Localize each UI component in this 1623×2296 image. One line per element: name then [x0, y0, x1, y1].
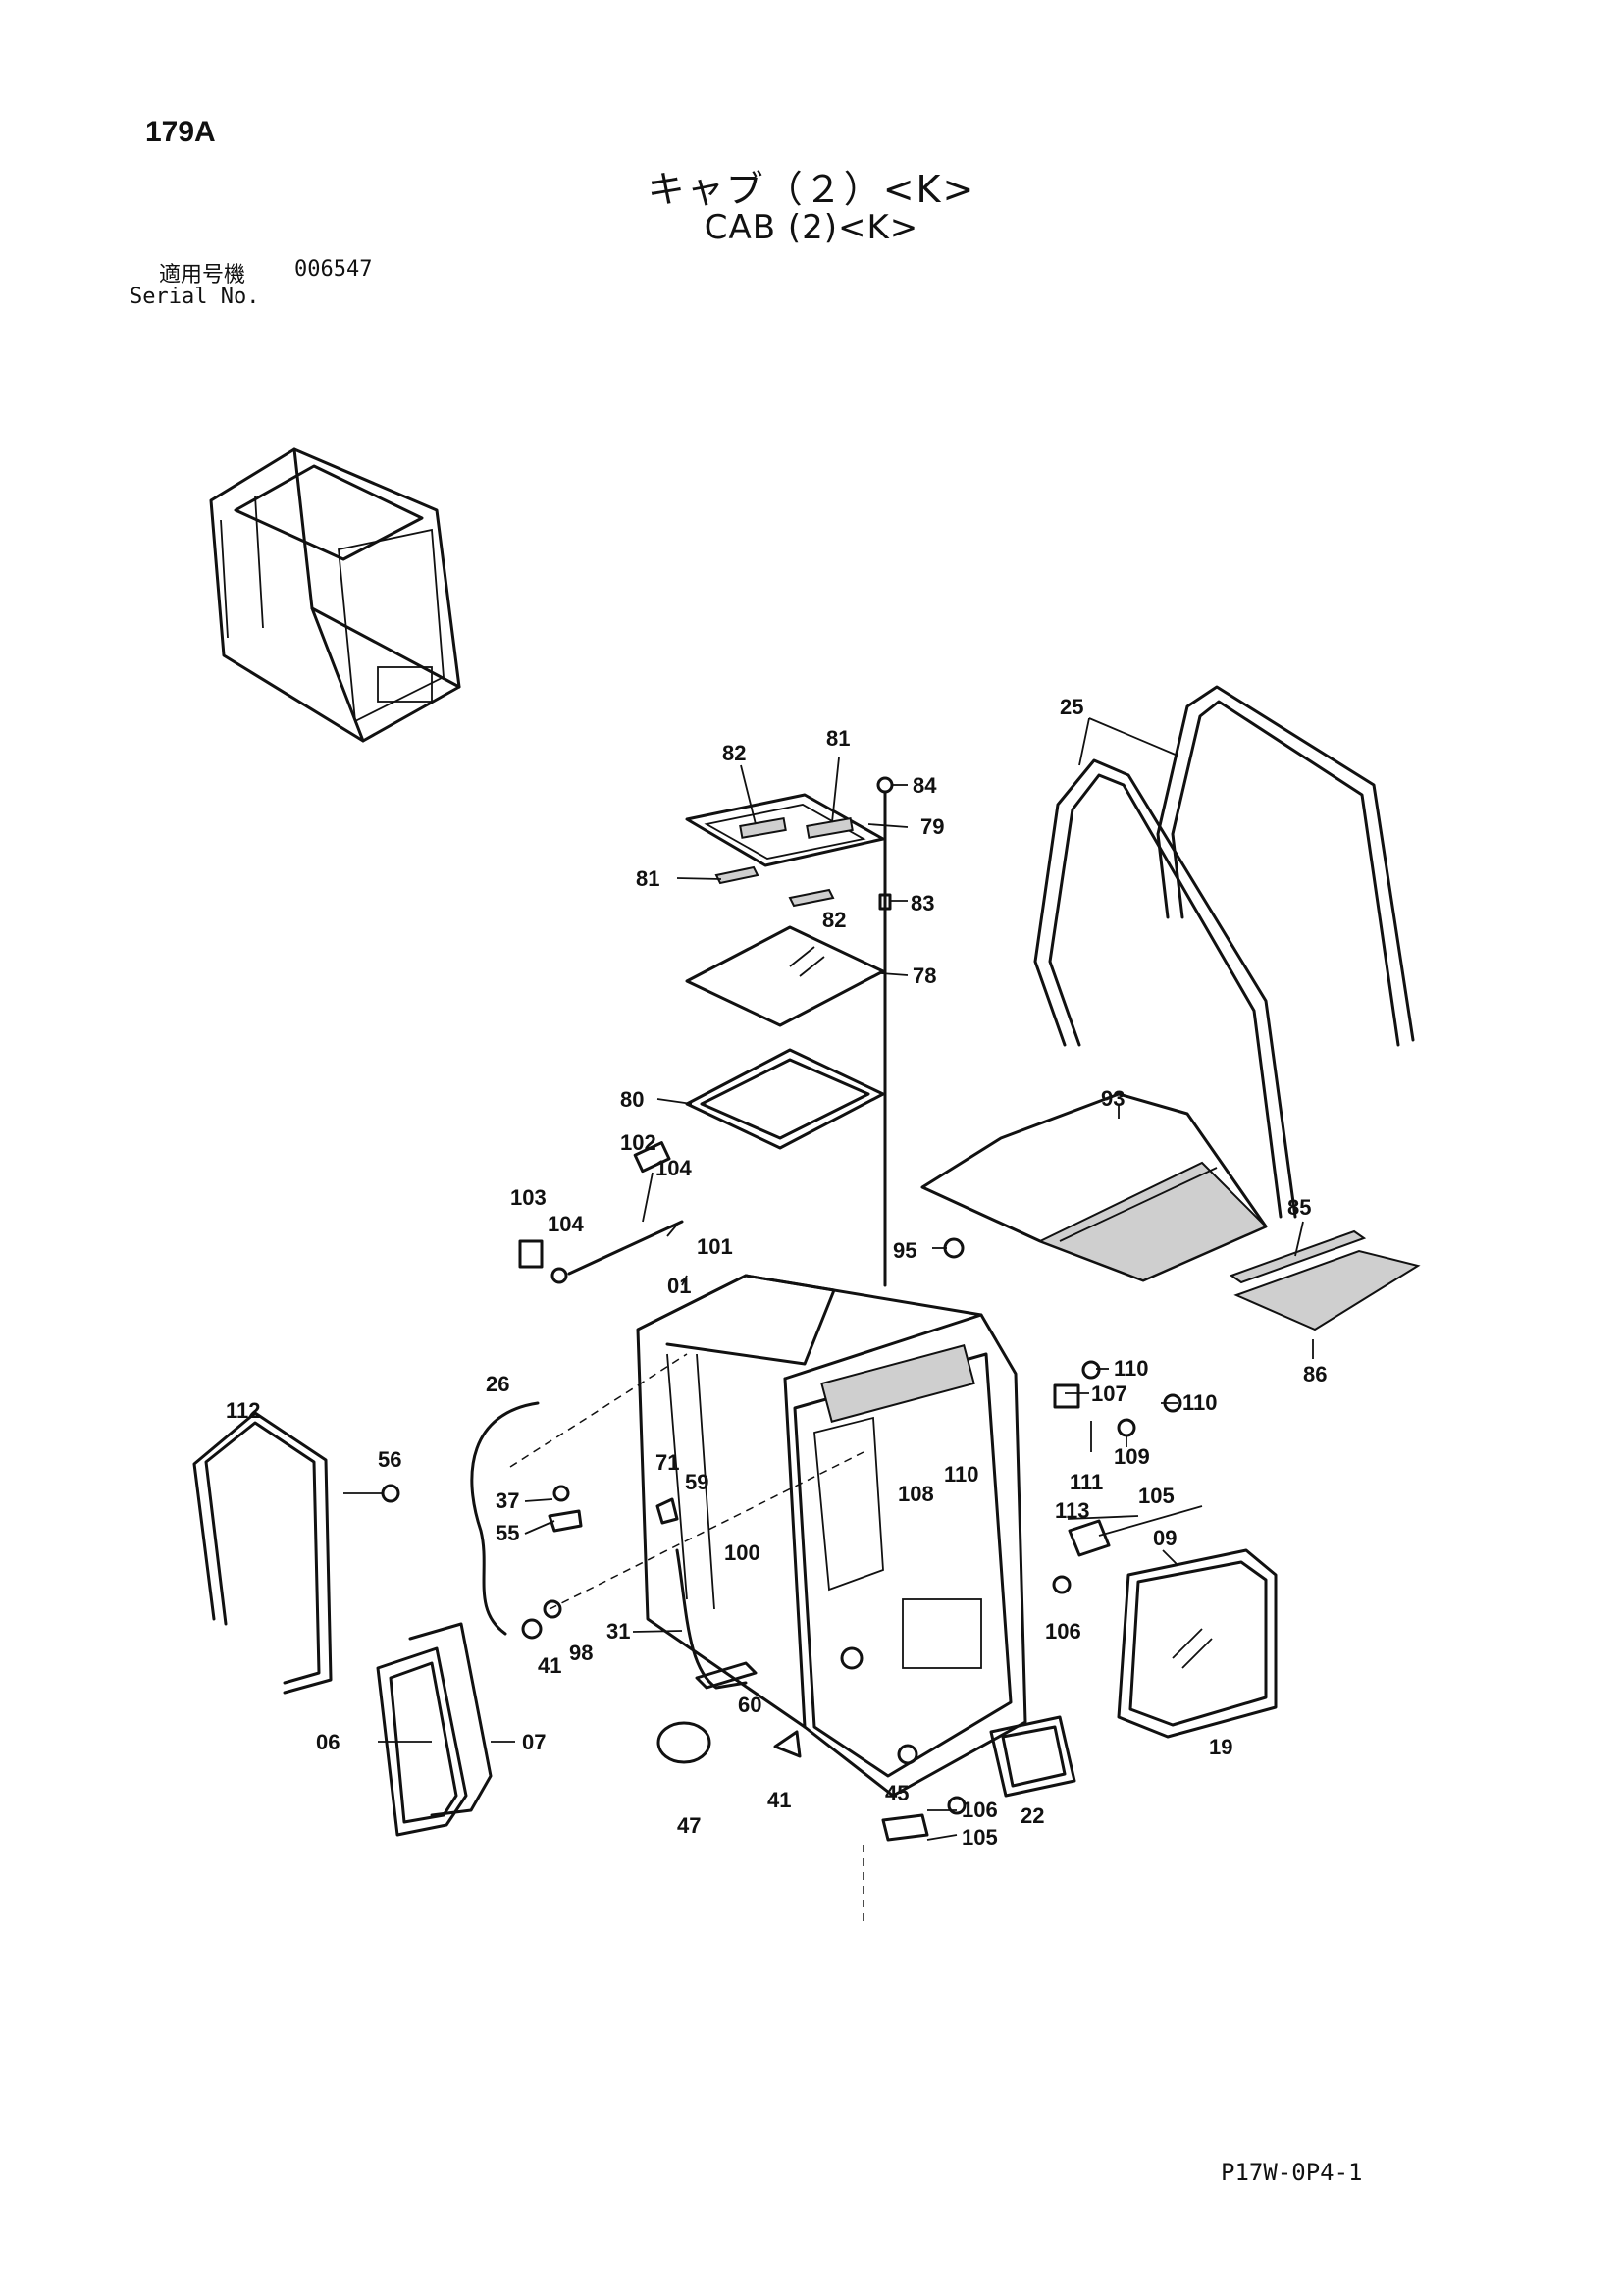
serial-label-english: Serial No.: [130, 285, 260, 309]
callout-79: 79: [920, 814, 944, 839]
callout-80: 80: [620, 1087, 644, 1112]
callout-45: 45: [885, 1781, 909, 1805]
callout-98: 98: [569, 1641, 593, 1665]
callout-101: 101: [697, 1234, 733, 1259]
overview-cab-drawing: [209, 447, 461, 743]
rear-window: [1117, 1548, 1278, 1739]
callout-06: 06: [316, 1730, 340, 1754]
callout-113: 113: [1055, 1498, 1090, 1523]
drawing-code: P17W-0P4-1: [1221, 2159, 1363, 2186]
callout-22: 22: [1021, 1803, 1044, 1828]
roof-hatch-frame: [685, 793, 885, 908]
callout-112: 112: [226, 1398, 261, 1423]
callout-83: 83: [911, 891, 934, 915]
callout-109: 109: [1114, 1444, 1150, 1469]
serial-label-japanese: 適用号機: [159, 263, 246, 287]
leader-lines: [343, 717, 1314, 1841]
callout-106: 106: [962, 1798, 998, 1822]
callout-105: 105: [1138, 1484, 1175, 1508]
callout-41: 41: [538, 1653, 561, 1678]
callout-56: 56: [378, 1447, 401, 1472]
callout-60: 60: [738, 1693, 761, 1717]
callout-93: 93: [1101, 1086, 1125, 1111]
callout-37: 37: [496, 1488, 519, 1513]
roof-sheet: [920, 1092, 1268, 1282]
floor-mat: [1229, 1229, 1421, 1331]
callout-95: 95: [893, 1238, 916, 1263]
callout-110: 110: [944, 1462, 979, 1487]
callout-104: 104: [548, 1212, 584, 1236]
callout-01: 01: [667, 1274, 691, 1298]
callout-81: 81: [826, 726, 850, 751]
serial-value: 006547: [294, 257, 373, 282]
door-weatherstrips: [1033, 685, 1415, 1219]
callout-103: 103: [510, 1185, 547, 1210]
callout-47: 47: [677, 1813, 701, 1838]
callout-25: 25: [1060, 695, 1083, 719]
callout-110: 110: [1182, 1390, 1218, 1415]
callout-106: 106: [1045, 1619, 1081, 1644]
callout-31: 31: [606, 1619, 630, 1644]
callout-108: 108: [898, 1482, 934, 1506]
callout-100: 100: [724, 1540, 760, 1565]
callout-82: 82: [822, 908, 846, 932]
callout-107: 107: [1091, 1382, 1127, 1406]
callout-104: 104: [655, 1156, 692, 1180]
title-english: CAB (2)<K>: [704, 208, 919, 247]
callout-82: 82: [722, 741, 746, 765]
title-japanese: キャブ（２）<K>: [647, 168, 976, 211]
support-rod: [876, 776, 894, 1287]
callout-55: 55: [496, 1521, 519, 1545]
callout-84: 84: [913, 773, 937, 798]
wiring-harness: [470, 1353, 864, 1923]
roof-glass-seal: [685, 1048, 885, 1150]
callout-86: 86: [1303, 1362, 1327, 1386]
callout-41: 41: [767, 1788, 791, 1812]
callout-81: 81: [636, 866, 659, 891]
callout-102: 102: [620, 1130, 656, 1155]
callout-110: 110: [1114, 1356, 1149, 1381]
callout-26: 26: [486, 1372, 509, 1396]
callout-78: 78: [913, 964, 936, 988]
callout-09: 09: [1153, 1526, 1177, 1550]
callout-85: 85: [1287, 1195, 1311, 1220]
door-glass: [376, 1622, 493, 1837]
roof-glass: [685, 925, 885, 1027]
callout-07: 07: [522, 1730, 546, 1754]
callout-labels: 82 81 84 79 81 82 83 78 80 25 93 102 104…: [226, 695, 1327, 1850]
callout-111: 111: [1070, 1470, 1103, 1494]
main-cab-body: [636, 1274, 1027, 1798]
callout-19: 19: [1209, 1735, 1232, 1759]
callout-71: 71: [655, 1450, 679, 1475]
callout-59: 59: [685, 1470, 708, 1494]
door-seal: [192, 1411, 333, 1695]
small-window-seal: [989, 1715, 1076, 1798]
callout-105: 105: [962, 1825, 998, 1850]
page-number: 179A: [145, 116, 216, 148]
